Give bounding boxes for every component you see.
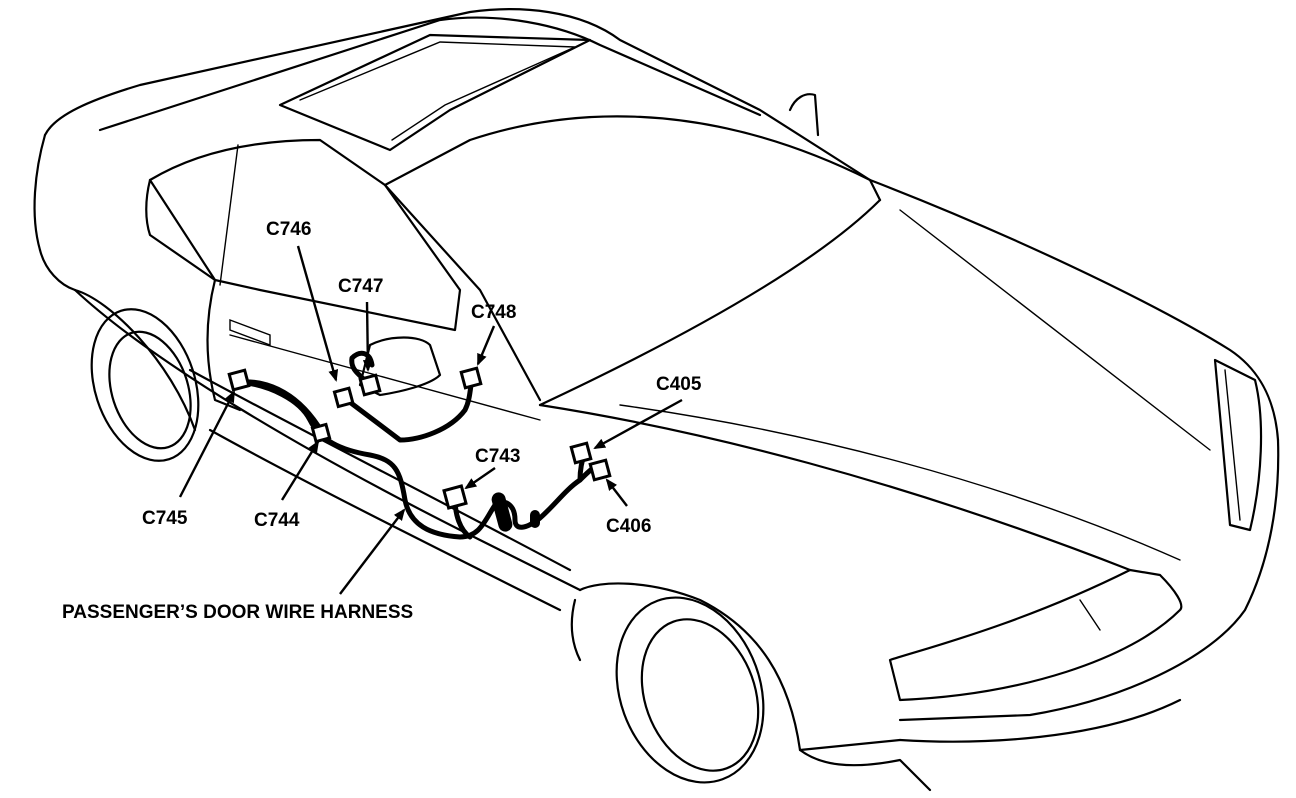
connector-c747 bbox=[358, 373, 382, 397]
label-c746: C746 bbox=[266, 219, 311, 240]
label-c745: C745 bbox=[142, 508, 188, 529]
connector-c748 bbox=[459, 366, 483, 390]
connector-c743 bbox=[442, 484, 468, 510]
label-c744: C744 bbox=[254, 510, 300, 531]
leader-arrows bbox=[178, 245, 683, 595]
labels: C746 C747 C748 C405 C743 C406 C745 C744 … bbox=[62, 219, 702, 623]
label-c748: C748 bbox=[471, 302, 516, 323]
label-c747: C747 bbox=[338, 276, 383, 297]
label-c743: C743 bbox=[475, 446, 520, 467]
car-body bbox=[33, 8, 1280, 792]
connector-c745 bbox=[227, 368, 251, 392]
connector-c405 bbox=[569, 441, 593, 465]
label-passengers-door-wire-harness: PASSENGER’S DOOR WIRE HARNESS bbox=[62, 602, 413, 623]
label-c405: C405 bbox=[656, 374, 702, 395]
label-c406: C406 bbox=[606, 516, 651, 537]
connector-c406 bbox=[588, 458, 612, 482]
connector-c744 bbox=[310, 422, 332, 444]
connector-c746 bbox=[332, 386, 355, 409]
connectors bbox=[227, 366, 612, 510]
